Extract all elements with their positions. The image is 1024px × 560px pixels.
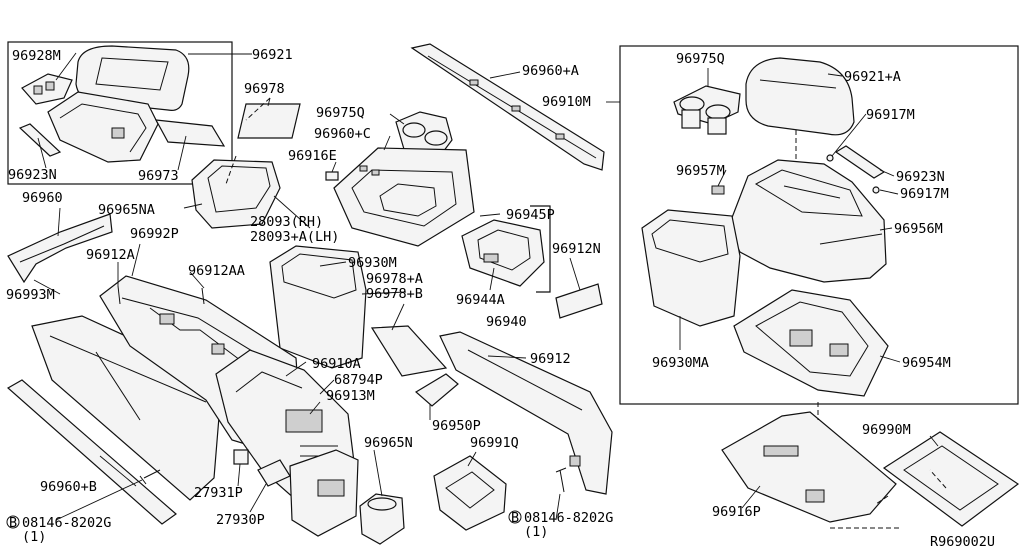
label-96950P: 96950P	[432, 418, 481, 434]
switch-96928M	[21, 73, 73, 105]
label-96917M-a: 96917M	[866, 107, 915, 123]
label-68794P: 68794P	[334, 372, 383, 388]
inset-box-armrest	[7, 41, 233, 185]
label-96954M: 96954M	[902, 355, 951, 371]
plate-96990M	[882, 431, 1020, 527]
side-panel-96912-right	[439, 331, 613, 495]
upper-trim-96960	[7, 213, 113, 284]
bolt-symbol-right-letter: B	[511, 510, 519, 526]
label-96957M: 96957M	[676, 163, 725, 179]
label-96990M: 96990M	[862, 422, 911, 438]
label-96978-plus-b: 96978+B	[366, 286, 423, 302]
hinge-27930P	[257, 459, 291, 487]
label-96965NA: 96965NA	[98, 202, 155, 218]
label-96960-plus-c: 96960+C	[314, 126, 371, 142]
console-rail-96960-plus-a	[410, 43, 605, 171]
label-96944A: 96944A	[456, 292, 505, 308]
lid-96921-plus-a	[745, 57, 855, 136]
bolt-right	[555, 467, 567, 493]
pad-96950P	[414, 373, 459, 407]
console-body-96956M	[727, 159, 887, 283]
label-96912: 96912	[530, 351, 571, 367]
long-trim-96960-plus-b	[6, 379, 177, 525]
bracket-96991Q	[433, 455, 507, 531]
label-96917M-b: 96917M	[900, 186, 949, 202]
label-96928M: 96928M	[12, 48, 61, 64]
floor-bracket-96954M	[733, 289, 889, 397]
mat-96916P	[721, 411, 897, 523]
cupholder-96965N	[359, 493, 405, 545]
label-96956M: 96956M	[894, 221, 943, 237]
bolt-left	[139, 469, 161, 485]
label-96960-plus-b: 96960+B	[40, 479, 97, 495]
strip-96923N-right	[834, 145, 886, 179]
label-96923N-left: 96923N	[8, 167, 57, 183]
label-bolt-left: 08146-8202G	[22, 515, 111, 531]
clip-96917M-b	[872, 186, 880, 194]
label-96960-plus-a: 96960+A	[522, 63, 579, 79]
inset-box-alt-console	[619, 45, 1019, 405]
label-96916E: 96916E	[288, 148, 337, 164]
label-96930MA: 96930MA	[652, 355, 709, 371]
label-96991Q: 96991Q	[470, 435, 519, 451]
bin-96930M	[269, 245, 367, 369]
label-96923N-right: 96923N	[896, 169, 945, 185]
mat-96978	[237, 103, 301, 139]
cap-27931P	[233, 449, 249, 465]
console-finisher-96960-plus-c	[333, 147, 475, 247]
label-96978-plus-a: 96978+A	[366, 271, 423, 287]
label-96978: 96978	[244, 81, 285, 97]
label-bolt-left-qty: (1)	[22, 529, 46, 545]
label-bolt-right: 08146-8202G	[524, 510, 613, 526]
bin-96965NA	[191, 159, 281, 229]
label-96910M: 96910M	[542, 94, 591, 110]
label-96921-plus-a: 96921+A	[844, 69, 901, 85]
cupholder-96975Q-right	[673, 85, 741, 135]
mat-96973	[154, 119, 226, 147]
label-28093-plus-a-lh: 28093+A(LH)	[250, 229, 339, 245]
bolt-symbol-left-letter: B	[9, 515, 17, 531]
clip-96957M	[711, 185, 725, 195]
leader-lines	[33, 52, 939, 521]
label-96930M: 96930M	[348, 255, 397, 271]
dashed-guides	[225, 97, 947, 529]
rear-bezel-96913M	[289, 449, 359, 537]
mat-96978-plus-b	[370, 325, 448, 377]
label-96973: 96973	[138, 168, 179, 184]
bin-96930MA	[641, 209, 741, 327]
label-96913M: 96913M	[326, 388, 375, 404]
label-96992P: 96992P	[130, 226, 179, 242]
cover-96912N	[555, 283, 603, 319]
clip-96916E	[325, 171, 339, 181]
label-96960: 96960	[22, 190, 63, 206]
label-96975Q-right: 96975Q	[676, 51, 725, 67]
label-96912N: 96912N	[552, 241, 601, 257]
label-28093-rh: 28093(RH)	[250, 214, 323, 230]
label-96945P: 96945P	[506, 207, 555, 223]
screw-96912AA	[201, 287, 205, 305]
label-96940: 96940	[486, 314, 527, 330]
bolt-symbol-left	[6, 515, 20, 529]
label-96921: 96921	[252, 47, 293, 63]
bracket-shifter-group	[530, 205, 551, 293]
trim-strip-96923N-left	[18, 123, 62, 157]
label-96912AA: 96912AA	[188, 263, 245, 279]
armrest-base-96921	[47, 91, 159, 163]
label-96993M: 96993M	[6, 287, 55, 303]
label-96910A: 96910A	[312, 356, 361, 372]
label-96965N: 96965N	[364, 435, 413, 451]
shifter-bezel-96940	[461, 219, 545, 287]
label-27930P: 27930P	[216, 512, 265, 528]
label-96916P: 96916P	[712, 504, 761, 520]
screw-96912A	[117, 285, 121, 305]
diagram-reference: R969002U	[930, 534, 995, 550]
label-96975Q-center: 96975Q	[316, 105, 365, 121]
label-96912A: 96912A	[86, 247, 135, 263]
label-bolt-right-qty: (1)	[524, 524, 548, 540]
clip-96917M-a	[826, 154, 834, 162]
label-27931P: 27931P	[194, 485, 243, 501]
bolt-symbol-right	[508, 510, 522, 524]
